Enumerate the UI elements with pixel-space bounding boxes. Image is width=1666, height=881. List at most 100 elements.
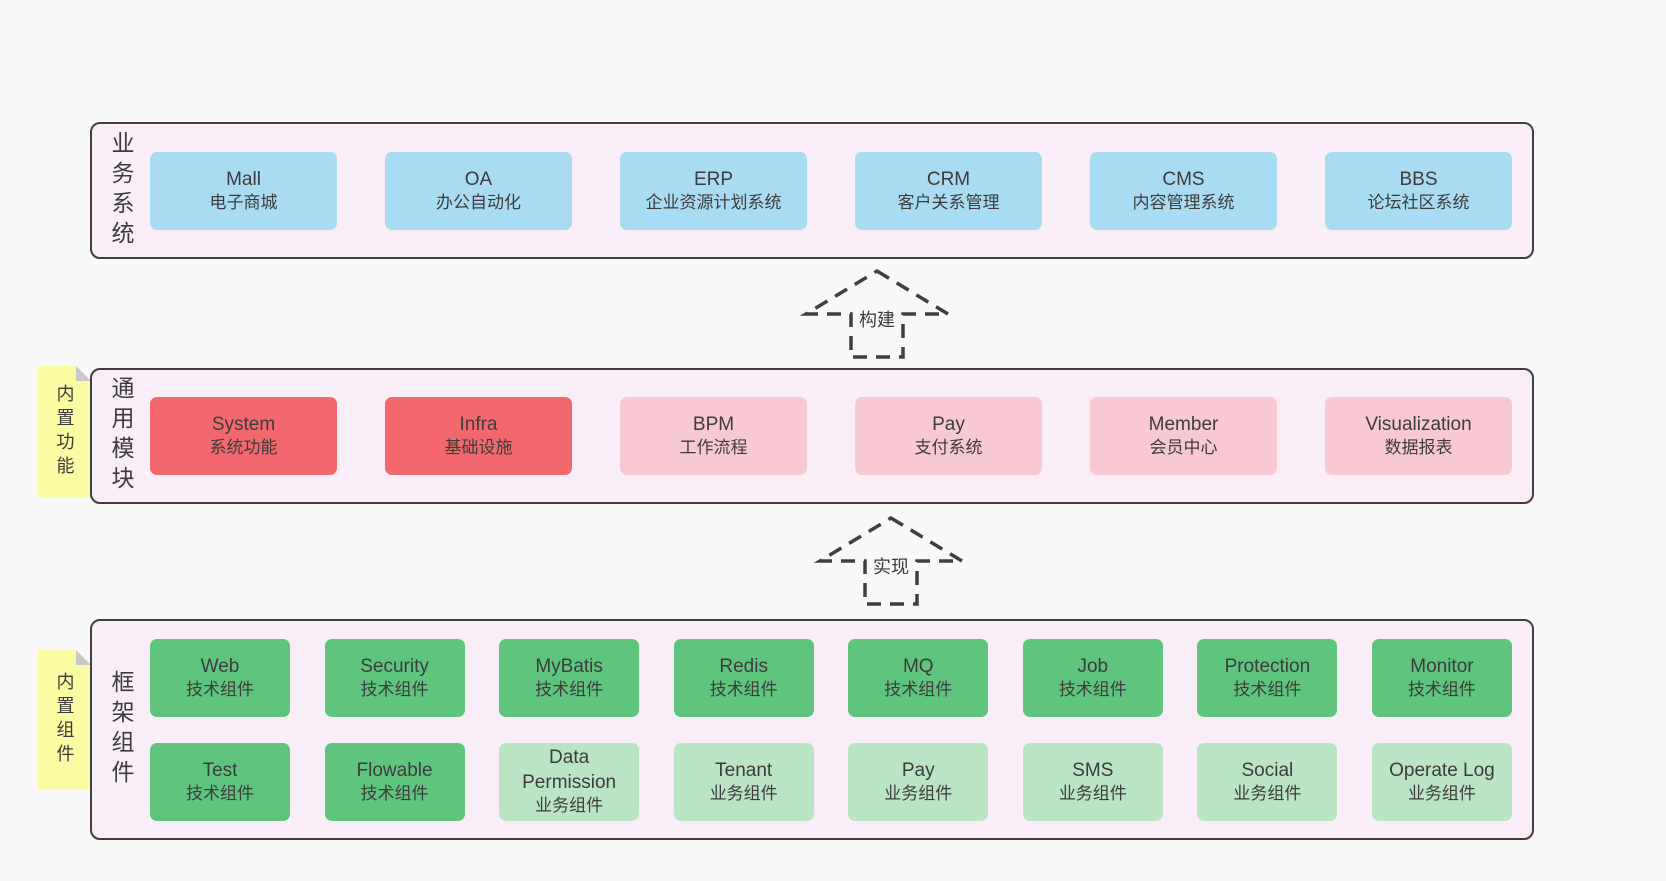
component-title: MyBatis [535, 655, 603, 677]
component-subtitle: 支付系统 [914, 438, 983, 458]
component-subtitle: 技术组件 [1058, 679, 1127, 699]
component-title: Protection [1224, 655, 1311, 677]
band-label-framework-components: 框架组件 [108, 669, 134, 790]
sticky-note-label: 内置组件 [54, 671, 75, 768]
sticky-note-builtin-features: 内置功能 [38, 366, 91, 498]
component-title: System [211, 414, 276, 436]
component-title: Visualization [1365, 414, 1472, 436]
component-subtitle: 业务组件 [709, 783, 778, 803]
component-title: ERP [693, 168, 734, 190]
implement-arrow-label: 实现 [873, 557, 909, 577]
component-title: Flowable [356, 759, 433, 781]
component-title: OA [464, 168, 493, 190]
component-subtitle: 内容管理系统 [1132, 192, 1235, 212]
component-title: MQ [902, 655, 934, 677]
arrow-outline [799, 268, 955, 359]
implement-arrow-icon: 实现 [813, 515, 969, 606]
component-subtitle: 工作流程 [679, 438, 748, 458]
arrow-outline [813, 515, 969, 606]
component-title: CMS [1162, 168, 1205, 190]
component-title: CRM [926, 168, 971, 190]
component-subtitle: 业务组件 [1058, 783, 1127, 803]
arrow-label-backdrop [868, 553, 914, 579]
component-title: Web [200, 655, 240, 677]
component-title: Infra [459, 414, 498, 436]
component-subtitle: 业务组件 [884, 783, 953, 803]
component-subtitle: 企业资源计划系统 [645, 192, 782, 212]
component-title: Security [360, 655, 429, 677]
sticky-note-builtin-components: 内置组件 [38, 650, 91, 789]
component-subtitle: 技术组件 [1407, 679, 1476, 699]
component-title: Member [1148, 414, 1219, 436]
component-subtitle: 办公自动化 [436, 192, 521, 212]
build-arrow-label: 构建 [859, 310, 895, 330]
band-label-business-systems: 业务系统 [108, 130, 134, 251]
component-title: Pay [901, 759, 935, 781]
component-subtitle: 技术组件 [535, 679, 604, 699]
component-subtitle: 业务组件 [1407, 783, 1476, 803]
component-subtitle: 技术组件 [1233, 679, 1302, 699]
arrow-label-backdrop [854, 306, 900, 332]
component-subtitle: 系统功能 [209, 438, 278, 458]
component-subtitle: 技术组件 [709, 679, 778, 699]
component-title: Operate Log [1389, 759, 1495, 781]
component-title: Monitor [1410, 655, 1474, 677]
component-subtitle: 技术组件 [884, 679, 953, 699]
component-title: SMS [1072, 759, 1114, 781]
component-subtitle: 技术组件 [360, 679, 429, 699]
component-title: Job [1077, 655, 1109, 677]
component-title: Tenant [715, 759, 773, 781]
component-subtitle: 业务组件 [1233, 783, 1302, 803]
band-label-common-modules: 通用模块 [108, 376, 134, 496]
component-title: Data Permission [522, 747, 617, 794]
component-title: Redis [719, 655, 768, 677]
component-subtitle: 电子商城 [209, 192, 278, 212]
component-title: BBS [1399, 168, 1438, 190]
component-subtitle: 技术组件 [360, 783, 429, 803]
component-title: Social [1241, 759, 1294, 781]
component-subtitle: 论坛社区系统 [1367, 192, 1470, 212]
component-title: Pay [932, 414, 965, 436]
component-subtitle: 技术组件 [186, 783, 254, 803]
build-arrow-icon: 构建 [799, 268, 955, 359]
component-title: Mall [226, 168, 261, 190]
